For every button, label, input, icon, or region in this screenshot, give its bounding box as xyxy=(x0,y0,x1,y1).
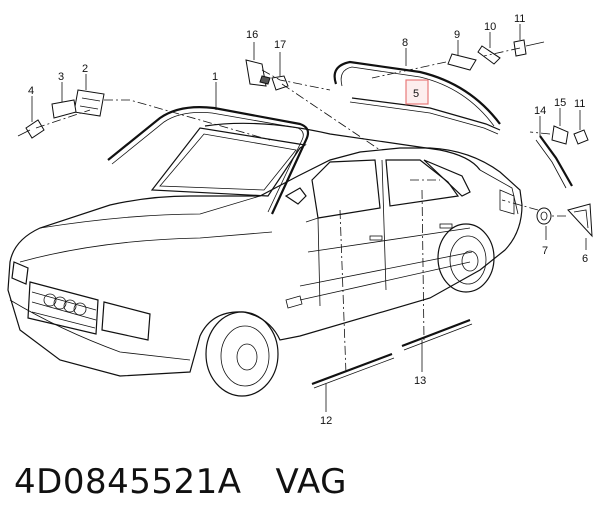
callout-labels: 1 2 3 4 5 6 7 8 9 10 11 11 12 13 14 15 1… xyxy=(28,13,588,427)
rear-door-window xyxy=(385,159,460,207)
callout-2: 2 xyxy=(82,63,88,75)
callout-7: 7 xyxy=(542,245,548,257)
callout-11-right: 11 xyxy=(574,98,585,110)
rear-wheel xyxy=(437,223,495,293)
clip-part-2 xyxy=(73,89,105,117)
brand-name: VAG xyxy=(275,462,348,502)
callout-9: 9 xyxy=(454,29,460,41)
exploded-parts-diagram: 1 2 3 4 5 6 7 8 9 10 11 11 12 13 14 15 1… xyxy=(7,13,593,427)
callout-15: 15 xyxy=(554,97,566,109)
grille xyxy=(27,281,99,335)
car-illustration xyxy=(7,122,523,397)
screw-part-11-right xyxy=(573,129,589,145)
bolt-part-10 xyxy=(477,45,501,65)
grommet-part-7 xyxy=(536,207,552,225)
door-molding-part-12 xyxy=(311,352,393,386)
windshield-molding-part xyxy=(107,106,310,215)
headlight-right xyxy=(101,301,151,341)
callout-17: 17 xyxy=(274,39,286,51)
callout-6: 6 xyxy=(582,253,588,265)
clip-part-3 xyxy=(51,99,77,119)
car-body-outline xyxy=(7,147,523,377)
leader-lines xyxy=(35,47,566,375)
callout-14: 14 xyxy=(534,105,546,117)
callout-4: 4 xyxy=(28,85,34,97)
callout-12: 12 xyxy=(320,415,332,427)
front-wheel xyxy=(205,311,279,397)
cap-part-17 xyxy=(271,75,289,91)
window-channel-part xyxy=(351,97,501,131)
callout-16: 16 xyxy=(246,29,258,41)
part-number: 4D0845521A xyxy=(14,462,242,502)
callout-11-top: 11 xyxy=(514,13,525,25)
parts xyxy=(17,39,593,389)
callout-5: 5 xyxy=(413,88,419,100)
screw-part-4 xyxy=(25,119,45,139)
clip-part-15 xyxy=(551,125,569,145)
part-number-caption: 4D0845521A VAG xyxy=(14,462,347,502)
door-molding-part-13 xyxy=(401,318,471,348)
callout-leaders xyxy=(31,24,587,412)
callout-10: 10 xyxy=(484,21,496,33)
front-door-window xyxy=(311,159,381,219)
callout-1: 1 xyxy=(212,71,218,83)
trim-strip-part-14 xyxy=(539,135,573,187)
roof-molding-part xyxy=(333,60,501,125)
highlight-box xyxy=(405,79,429,105)
cover-part-6 xyxy=(567,203,593,238)
callout-13: 13 xyxy=(414,375,426,387)
headlight-left xyxy=(11,261,29,285)
callout-3: 3 xyxy=(58,71,64,83)
callout-8: 8 xyxy=(402,37,408,49)
clip-part-9 xyxy=(447,53,477,71)
